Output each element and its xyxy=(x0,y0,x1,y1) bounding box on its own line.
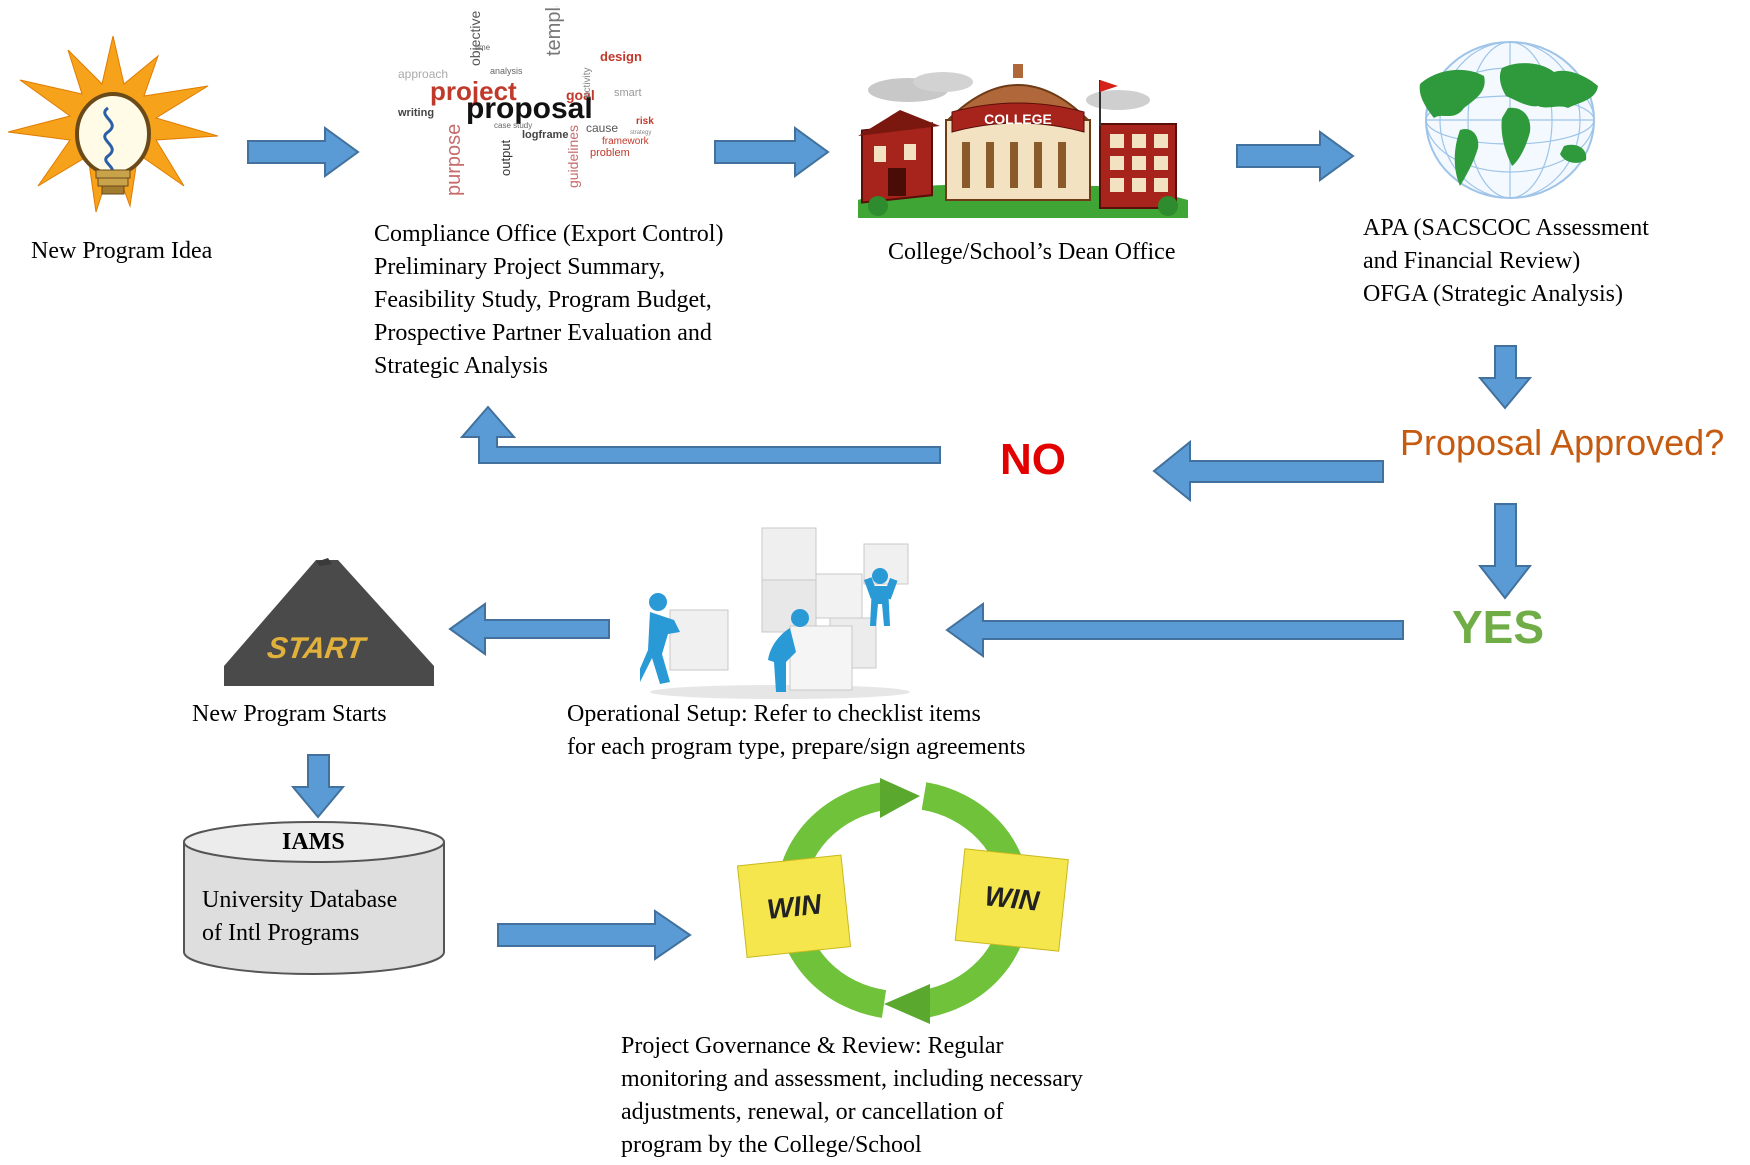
svg-text:risk: risk xyxy=(636,116,654,127)
svg-text:case study: case study xyxy=(494,121,532,130)
compliance-label: Compliance Office (Export Control) Preli… xyxy=(374,218,723,383)
compliance-line-4: Prospective Partner Evaluation and xyxy=(374,320,712,346)
database-icon xyxy=(183,821,445,975)
svg-text:purpose: purpose xyxy=(443,124,465,196)
start-label: New Program Starts xyxy=(192,701,387,727)
svg-text:writing: writing xyxy=(397,107,434,119)
decision-yes: YES xyxy=(1452,601,1545,653)
arrow-start-to-iams xyxy=(290,754,346,819)
globe-icon xyxy=(1419,41,1598,199)
iams-label: University Database of Intl Programs xyxy=(202,884,397,950)
svg-text:output: output xyxy=(498,139,513,176)
svg-text:analysis: analysis xyxy=(490,66,523,76)
decision-no: NO xyxy=(1000,435,1066,484)
setup-line-2: for each program type, prepare/sign agre… xyxy=(567,734,1026,760)
iams-title: IAMS xyxy=(282,829,345,855)
apa-line-2: and Financial Review) xyxy=(1363,248,1581,274)
svg-text:smart: smart xyxy=(614,87,642,99)
arrow-idea-to-compliance xyxy=(247,126,360,178)
svg-text:design: design xyxy=(600,49,642,64)
setup-line-1: Operational Setup: Refer to checklist it… xyxy=(567,701,981,727)
dean-label: College/School’s Dean Office xyxy=(888,239,1176,265)
arrow-no-back-to-compliance xyxy=(459,405,941,464)
decision-question: Proposal Approved? xyxy=(1400,422,1725,463)
win-left-text: WIN xyxy=(765,888,823,925)
idea-label: New Program Idea xyxy=(31,238,213,264)
compliance-line-2: Preliminary Project Summary, xyxy=(374,254,666,280)
svg-text:templates: templates xyxy=(543,6,565,56)
arrow-decision-to-no xyxy=(1152,439,1384,503)
arrow-setup-to-start xyxy=(448,602,610,656)
college-icon: COLLEGE xyxy=(858,64,1188,218)
compliance-line-1: Compliance Office (Export Control) xyxy=(374,221,724,247)
iams-line-2: of Intl Programs xyxy=(202,920,360,946)
governance-line-1: Project Governance & Review: Regular xyxy=(621,1033,1004,1059)
apa-line-1: APA (SACSCOC Assessment xyxy=(1363,215,1649,241)
arrow-decision-to-yes xyxy=(1477,503,1533,600)
governance-line-4: program by the College/School xyxy=(621,1132,922,1158)
svg-text:guidelines: guidelines xyxy=(565,125,581,188)
arrow-yes-to-setup xyxy=(945,602,1404,658)
svg-text:strategy: strategy xyxy=(630,130,651,136)
governance-line-3: adjustments, renewal, or cancellation of xyxy=(621,1099,1004,1125)
road-start-text: START xyxy=(265,632,369,665)
svg-text:objective: objective xyxy=(467,11,483,66)
svg-text:cause: cause xyxy=(586,121,618,135)
lightbulb-icon xyxy=(8,36,218,213)
compliance-line-5: Strategic Analysis xyxy=(374,353,548,379)
college-sign-text: COLLEGE xyxy=(984,111,1052,127)
word-proposal: proposal xyxy=(466,92,593,125)
svg-text:approach: approach xyxy=(398,67,448,81)
svg-text:problem: problem xyxy=(590,147,630,159)
svg-text:activity: activity xyxy=(582,67,593,98)
compliance-line-3: Feasibility Study, Program Budget, xyxy=(374,287,712,313)
arrow-dean-to-apa xyxy=(1236,130,1355,182)
boxes-team-icon xyxy=(640,527,910,699)
svg-text:time: time xyxy=(475,43,491,52)
apa-line-3: OFGA (Strategic Analysis) xyxy=(1363,281,1623,307)
start-road-icon: START xyxy=(224,556,434,686)
arrow-iams-to-governance xyxy=(497,909,692,961)
svg-text:goal: goal xyxy=(566,87,595,103)
win-win-cycle-icon: WIN WIN xyxy=(736,778,1069,1024)
iams-line-1: University Database xyxy=(202,887,398,913)
setup-label: Operational Setup: Refer to checklist it… xyxy=(567,698,1025,764)
apa-label: APA (SACSCOC Assessment and Financial Re… xyxy=(1363,212,1649,311)
word-cloud-icon: objective templates design approach time… xyxy=(397,6,654,196)
word-project: project xyxy=(430,76,517,106)
arrow-compliance-to-dean xyxy=(714,126,830,178)
svg-text:logframe: logframe xyxy=(522,129,568,141)
win-right-text: WIN xyxy=(983,880,1041,917)
governance-line-2: monitoring and assessment, including nec… xyxy=(621,1066,1083,1092)
governance-label: Project Governance & Review: Regular mon… xyxy=(621,1030,1083,1162)
svg-text:framework: framework xyxy=(602,136,650,147)
arrow-apa-to-decision xyxy=(1477,345,1533,410)
